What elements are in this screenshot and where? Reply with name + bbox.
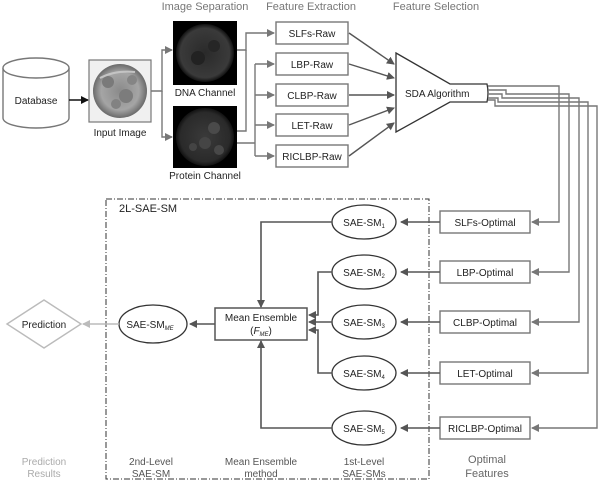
input-image-label: Input Image xyxy=(94,128,147,139)
arrow-sm4-to-ensemble xyxy=(308,326,332,374)
svg-text:SAE-SM2: SAE-SM2 xyxy=(343,268,385,280)
raw-feature-label: CLBP-Raw xyxy=(287,91,337,102)
model-subscript: 3 xyxy=(382,324,386,330)
svg-text:SAE-SM4: SAE-SM4 xyxy=(343,369,385,381)
model-name: SAE-SM xyxy=(343,318,381,329)
optimal-feature-box: CLBP-Optimal xyxy=(439,310,531,334)
framework-title: 2L-SAE-SM xyxy=(119,203,177,215)
bottom-label-second-level: 2nd-Level xyxy=(129,457,173,468)
svg-text:SAE-SM1: SAE-SM1 xyxy=(343,218,385,230)
raw-feature-box: RICLBP-Raw xyxy=(275,144,349,168)
mean-ensemble-box: Mean Ensemble (FME) xyxy=(214,307,308,341)
bottom-label-mean-method: method xyxy=(244,469,277,480)
raw-feature-box: CLBP-Raw xyxy=(275,83,349,107)
first-level-model: SAE-SM4 xyxy=(331,355,397,391)
paren-open: ( xyxy=(250,326,254,337)
arrow-sm2-to-ensemble xyxy=(308,271,332,319)
svg-text:SAE-SMME: SAE-SMME xyxy=(126,320,174,332)
route-to-slfs-optimal xyxy=(488,85,560,226)
model-subscript: 1 xyxy=(382,224,386,230)
route-to-lbp-optimal xyxy=(488,89,570,276)
paren-close: ) xyxy=(269,326,272,337)
bottom-label-first-level: SAE-SMs xyxy=(342,469,385,480)
raw-feature-label: LET-Raw xyxy=(291,121,333,132)
route-to-let-optimal xyxy=(488,97,589,377)
model-name: SAE-SM xyxy=(343,369,381,380)
arrow-riclbp-to-sda xyxy=(348,122,395,157)
optimal-feature-box: LET-Optimal xyxy=(439,361,531,385)
protein-channel-image xyxy=(173,106,237,168)
optimal-feature-label: SLFs-Optimal xyxy=(454,218,515,229)
dna-channel-label: DNA Channel xyxy=(175,88,236,99)
dna-channel-image xyxy=(173,21,237,85)
database-cylinder xyxy=(2,57,70,129)
model-name: SAE-SM xyxy=(343,268,381,279)
stage-image-separation: Image Separation xyxy=(162,1,249,13)
optimal-feature-box: LBP-Optimal xyxy=(439,260,531,284)
second-level-model: SAE-SMME xyxy=(118,304,188,344)
arrow-to-dna xyxy=(151,46,173,92)
first-level-model: SAE-SM1 xyxy=(331,204,397,240)
arrow-sm1-to-ensemble xyxy=(257,221,332,308)
bottom-label-optimal-features: Optimal xyxy=(468,454,506,466)
protein-channel-label: Protein Channel xyxy=(169,171,241,182)
model-name: SAE-SM xyxy=(126,320,164,331)
connector-protein-to-slfs xyxy=(237,50,247,132)
stage-feature-extraction: Feature Extraction xyxy=(266,1,356,13)
raw-feature-box: LBP-Raw xyxy=(275,52,349,76)
framework-boundary xyxy=(105,198,430,480)
database-label: Database xyxy=(15,96,58,107)
bottom-label-second-level: SAE-SM xyxy=(132,469,170,480)
bottom-label-prediction-results: Results xyxy=(27,469,60,480)
model-name: SAE-SM xyxy=(343,424,381,435)
arrow-lbp-to-sda xyxy=(348,63,395,80)
optimal-feature-label: RICLBP-Optimal xyxy=(448,424,522,435)
bottom-label-mean-method: Mean Ensemble xyxy=(225,457,298,468)
bottom-label-optimal-features: Features xyxy=(465,468,509,480)
arrow-to-slfs-raw xyxy=(237,29,275,51)
model-subscript: 5 xyxy=(382,430,386,436)
sda-algorithm-funnel xyxy=(395,51,489,134)
model-subscript: 4 xyxy=(382,375,386,381)
route-to-clbp-optimal xyxy=(488,93,580,326)
raw-feature-box: SLFs-Raw xyxy=(275,21,349,45)
function-subscript: ME xyxy=(260,332,270,338)
bottom-label-first-level: 1st-Level xyxy=(344,457,385,468)
model-subscript: 2 xyxy=(382,274,386,280)
first-level-model: SAE-SM5 xyxy=(331,410,397,446)
optimal-feature-label: LBP-Optimal xyxy=(457,268,514,279)
raw-feature-box: LET-Raw xyxy=(275,113,349,137)
mean-ensemble-label: Mean Ensemble xyxy=(225,313,298,324)
optimal-feature-label: LET-Optimal xyxy=(457,369,513,380)
bottom-label-prediction-results: Prediction xyxy=(22,457,66,468)
svg-text:SAE-SM5: SAE-SM5 xyxy=(343,424,385,436)
optimal-feature-box: SLFs-Optimal xyxy=(439,210,531,234)
arrow-to-protein xyxy=(161,91,173,141)
prediction-label: Prediction xyxy=(22,320,66,331)
raw-feature-label: LBP-Raw xyxy=(291,60,334,71)
svg-text:(FME): (FME) xyxy=(250,326,272,338)
input-image-thumbnail xyxy=(88,59,152,123)
optimal-feature-box: RICLBP-Optimal xyxy=(439,416,531,440)
first-level-model: SAE-SM3 xyxy=(331,304,397,340)
stage-feature-selection: Feature Selection xyxy=(393,1,479,13)
route-to-riclbp-optimal xyxy=(488,99,598,432)
svg-text:SAE-SM3: SAE-SM3 xyxy=(343,318,385,330)
model-name: SAE-SM xyxy=(343,218,381,229)
raw-feature-label: RICLBP-Raw xyxy=(282,152,342,163)
arrow-sm5-to-ensemble xyxy=(257,340,332,429)
first-level-model: SAE-SM2 xyxy=(331,254,397,290)
optimal-feature-label: CLBP-Optimal xyxy=(453,318,517,329)
arrow-slfs-to-sda xyxy=(348,32,395,65)
model-subscript: ME xyxy=(165,326,175,332)
raw-feature-label: SLFs-Raw xyxy=(289,29,336,40)
sda-algorithm-label: SDA Algorithm xyxy=(405,89,469,100)
prediction-diamond: Prediction xyxy=(5,299,83,349)
function-symbol: F xyxy=(253,326,260,337)
arrow-let-to-sda xyxy=(348,106,395,126)
